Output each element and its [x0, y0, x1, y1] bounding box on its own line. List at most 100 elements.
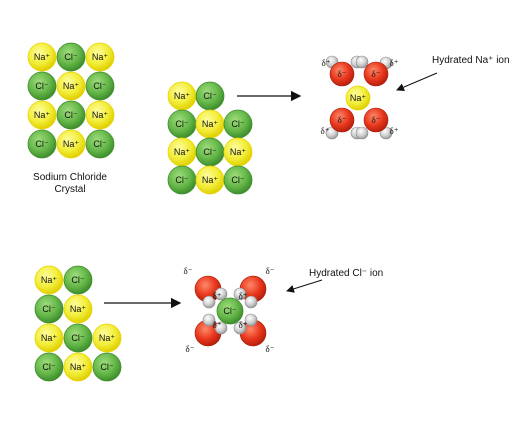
crystal-caption-line1: Sodium Chloride [33, 172, 107, 183]
na-ion-label: Na⁺ [92, 52, 109, 62]
delta-plus-label: δ⁺ [390, 58, 399, 68]
cl-ion: Cl⁻ [223, 109, 253, 139]
cl-ion-label: Cl⁻ [93, 139, 106, 149]
na-ion-label: Na⁺ [41, 333, 58, 343]
delta-minus-label: δ⁻ [266, 266, 275, 276]
na-ion: Na⁺ [92, 323, 122, 353]
cl-ion-label: Cl⁻ [100, 362, 113, 372]
cl-ion: Cl⁻ [56, 100, 86, 130]
hydrogen-atom [202, 295, 216, 309]
sodium-sphere [345, 85, 371, 111]
cl-ion-label: Cl⁻ [203, 147, 216, 157]
na-ion: Na⁺ [223, 137, 253, 167]
delta-plus-label: δ⁺ [213, 291, 222, 301]
cl-ion: Cl⁻ [85, 129, 115, 159]
delta-plus-label: δ⁺ [239, 291, 248, 301]
chloride-sphere [85, 71, 115, 101]
cl-ion-label: Cl⁻ [175, 175, 188, 185]
delta-minus-label: δ⁻ [372, 115, 381, 125]
chloride-sphere [63, 323, 93, 353]
oxygen-atom [329, 61, 355, 87]
cl-ion: Cl⁻ [92, 352, 122, 382]
na-ion: Na⁺ [27, 42, 57, 72]
chloride-sphere [92, 352, 122, 382]
delta-minus-label: δ⁻ [372, 69, 381, 79]
water-molecule: δ⁻ [233, 266, 275, 309]
cl-ion-label: Cl⁻ [71, 333, 84, 343]
oxygen-atom [363, 107, 389, 133]
na-ion-label: Na⁺ [350, 93, 367, 103]
na-ion-label: Na⁺ [174, 91, 191, 101]
sodium-sphere [63, 352, 93, 382]
na-ion-label: Na⁺ [202, 175, 219, 185]
hydrogen-atom [244, 313, 258, 327]
na-ion-label: Na⁺ [34, 110, 51, 120]
hydrogen-atom [244, 295, 258, 309]
na-ion-label: Na⁺ [174, 147, 191, 157]
water-molecule: δ⁻ δ⁺ [355, 107, 399, 140]
chloride-sphere [223, 165, 253, 195]
sodium-sphere [34, 323, 64, 353]
sodium-sphere [63, 294, 93, 324]
cl-ion-label: Cl⁻ [203, 91, 216, 101]
chloride-sphere [34, 294, 64, 324]
na-ion-label: Na⁺ [34, 52, 51, 62]
water-molecule: δ⁻ [233, 313, 275, 354]
cl-ion-label: Cl⁻ [64, 52, 77, 62]
cl-ion: Cl⁻ [167, 165, 197, 195]
chloride-sphere [27, 129, 57, 159]
hydrated-cl-pointer-arrow [286, 279, 323, 293]
cl-ion-label: Cl⁻ [93, 81, 106, 91]
cl-ion-label: Cl⁻ [231, 175, 244, 185]
hydrogen-atom [355, 126, 369, 140]
na-ion: Na⁺ [63, 294, 93, 324]
na-ion: Na⁺ [56, 129, 86, 159]
hydrogen-atom [233, 287, 247, 301]
water-molecule: δ⁻ [186, 313, 228, 354]
cl-ion-label: Cl⁻ [35, 81, 48, 91]
hydrogen-atom [214, 321, 228, 335]
cl-ion: Cl⁻ [167, 109, 197, 139]
chloride-sphere [27, 71, 57, 101]
na-ion-label: Na⁺ [70, 362, 87, 372]
cl-ion: Cl⁻ [27, 129, 57, 159]
hydrated-cl-ion: δ⁻δ⁻δ⁻δ⁻Cl⁻δ⁺δ⁺δ⁺δ⁺ [184, 266, 275, 354]
delta-minus-label: δ⁻ [338, 115, 347, 125]
water-molecule: δ⁻ [184, 266, 228, 309]
cl-ion-label: Cl⁻ [35, 139, 48, 149]
dissolving-lattice-top: Na⁺Cl⁻Cl⁻Na⁺Cl⁻Na⁺Cl⁻Na⁺Cl⁻Na⁺Cl⁻ [167, 81, 253, 195]
crystal-caption-line2: Crystal [54, 184, 86, 195]
na-ion-label: Na⁺ [63, 81, 80, 91]
cl-ion-label: Cl⁻ [223, 306, 236, 316]
delta-minus-label: δ⁻ [338, 69, 347, 79]
delta-minus-label: δ⁻ [186, 344, 195, 354]
sodium-sphere [56, 129, 86, 159]
cl-ion: Cl⁻ [195, 137, 225, 167]
sodium-sphere [56, 71, 86, 101]
sodium-sphere [85, 100, 115, 130]
hydrogen-atom [214, 287, 228, 301]
cl-ion: Cl⁻ [195, 81, 225, 111]
chloride-sphere [63, 265, 93, 295]
hydrated-na-pointer-arrow [396, 72, 438, 91]
delta-plus-label: δ⁺ [321, 126, 330, 136]
cl-ion-label: Cl⁻ [42, 362, 55, 372]
hydrated-na-label: Hydrated Na⁺ ion [432, 55, 510, 66]
cl-ion: Cl⁻ [85, 71, 115, 101]
cl-ion: Cl⁻ [34, 294, 64, 324]
hydrogen-atom [355, 55, 369, 69]
sodium-sphere [27, 42, 57, 72]
chloride-sphere [216, 297, 244, 325]
central-na-ion: Na⁺ [345, 85, 371, 111]
central-cl-ion: Cl⁻ [216, 297, 244, 325]
crystal-caption: Sodium Chloride Crystal [20, 172, 120, 196]
hydrogen-atom [202, 313, 216, 327]
na-ion: Na⁺ [34, 323, 64, 353]
chloride-sphere [56, 100, 86, 130]
delta-plus-label: δ⁺ [390, 126, 399, 136]
na-ion-label: Na⁺ [92, 110, 109, 120]
sodium-sphere [27, 100, 57, 130]
na-ion: Na⁺ [195, 109, 225, 139]
na-ion-label: Na⁺ [63, 139, 80, 149]
cl-ion-label: Cl⁻ [64, 110, 77, 120]
